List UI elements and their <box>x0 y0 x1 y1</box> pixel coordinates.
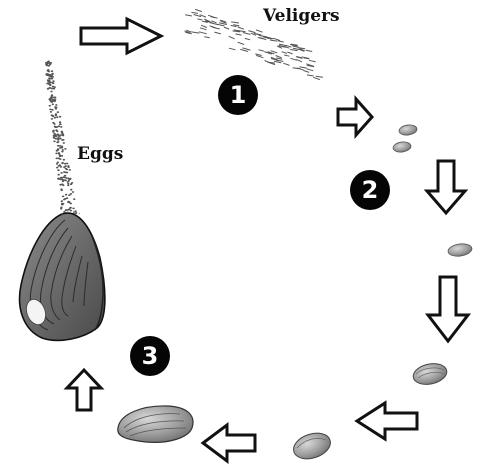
juvenile-shell-medium <box>411 361 448 388</box>
veligers-label: Veligers <box>263 6 340 26</box>
arrow-eggs-to-veligers <box>81 19 161 53</box>
plantigrade-shell-pair <box>392 124 417 153</box>
arrow-down-right-1 <box>427 161 465 213</box>
arrow-bottom-left-2 <box>203 425 255 461</box>
arrow-veligers-to-stage-1 <box>338 99 372 135</box>
stage-2-badge: 2 <box>350 170 390 210</box>
arrow-down-right-2 <box>428 277 468 341</box>
stage-1-badge: 1 <box>218 75 258 115</box>
adult-mussel-icon <box>20 211 105 340</box>
egg-stream <box>45 61 77 218</box>
arrow-bottom-left-1 <box>357 403 417 439</box>
juvenile-shell-small <box>447 242 472 257</box>
subadult-mussel <box>118 406 193 442</box>
arrow-up-left <box>67 370 101 410</box>
juvenile-shell-large <box>290 429 334 464</box>
stage-3-badge: 3 <box>130 336 170 376</box>
eggs-label: Eggs <box>77 144 123 164</box>
